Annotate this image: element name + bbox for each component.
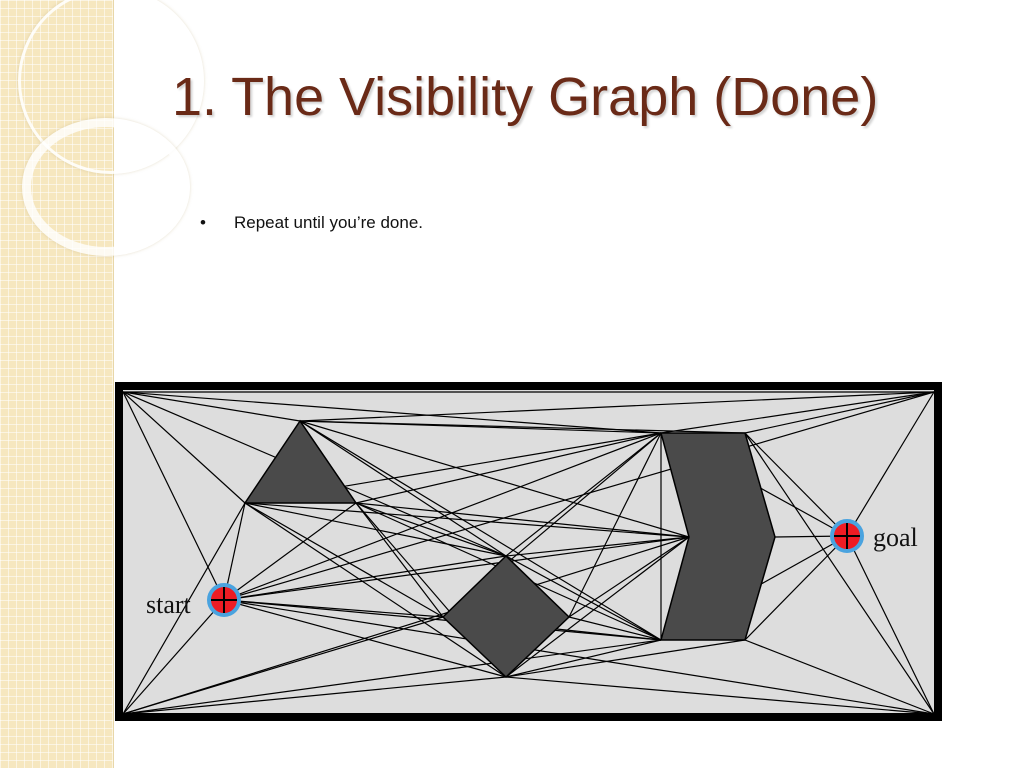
slide-title: 1. The Visibility Graph (Done): [172, 67, 879, 127]
visibility-graph-diagram: start goal: [115, 382, 942, 721]
visibility-edge: [244, 502, 690, 538]
obstacle-chevron: [660, 432, 776, 641]
visibility-edge: [505, 639, 746, 678]
visibility-edge: [122, 391, 225, 601]
visibility-edge: [223, 599, 507, 678]
visibility-edge: [568, 616, 662, 641]
visibility-edge: [122, 391, 246, 504]
visibility-edge: [744, 391, 935, 434]
visibility-edge: [244, 502, 507, 678]
visibility-edge: [299, 420, 507, 557]
visibility-edge: [660, 391, 935, 434]
goal-label: goal: [873, 523, 918, 552]
visibility-edge: [299, 420, 690, 538]
start-marker: [207, 583, 241, 617]
obstacle-diamond: [441, 554, 571, 679]
visibility-edge: [122, 599, 225, 715]
visibility-edge: [122, 639, 662, 715]
start-label: start: [146, 590, 192, 619]
visibility-edge: [846, 391, 935, 537]
visibility-edge: [568, 432, 662, 618]
visibility-edge: [568, 536, 690, 618]
visibility-edge: [299, 420, 662, 641]
obstacle-triangle: [243, 419, 358, 504]
visibility-edge: [223, 391, 935, 601]
visibility-edge: [505, 536, 690, 678]
visibility-edge: [122, 676, 507, 715]
visibility-edge: [744, 432, 935, 715]
visibility-edge: [505, 676, 935, 715]
visibility-edge: [355, 502, 444, 618]
visibility-edge: [223, 555, 507, 601]
visibility-edge: [505, 639, 662, 678]
visibility-edge: [355, 502, 507, 557]
visibility-edge: [744, 432, 848, 537]
obstacles: [243, 419, 776, 679]
visibility-edge: [223, 599, 935, 715]
visibility-edge: [223, 502, 357, 601]
visibility-edge: [299, 391, 935, 422]
visibility-edge: [505, 555, 662, 641]
visibility-edge: [223, 432, 662, 601]
decorative-side-strip: [0, 0, 204, 768]
visibility-edge: [355, 502, 690, 538]
bullet-marker: •: [200, 213, 206, 232]
visibility-edge: [223, 599, 662, 641]
visibility-edge: [744, 535, 848, 641]
visibility-edge: [122, 502, 246, 715]
visibility-edge: [223, 536, 690, 601]
visibility-edge: [505, 536, 690, 557]
visibility-edge: [299, 420, 746, 434]
bullet-text: Repeat until you’re done.: [234, 213, 424, 232]
visibility-edge: [122, 391, 662, 434]
decorative-ring: [22, 118, 190, 256]
goal-marker: [830, 519, 864, 553]
visibility-edge: [355, 432, 662, 504]
visibility-edge: [744, 639, 935, 715]
visibility-edge: [846, 535, 935, 715]
bullet-item: • Repeat until you’re done.: [200, 212, 423, 234]
visibility-edge: [505, 432, 662, 557]
endpoints: [207, 519, 864, 617]
visibility-edge: [244, 502, 444, 618]
visibility-edge: [122, 391, 301, 422]
